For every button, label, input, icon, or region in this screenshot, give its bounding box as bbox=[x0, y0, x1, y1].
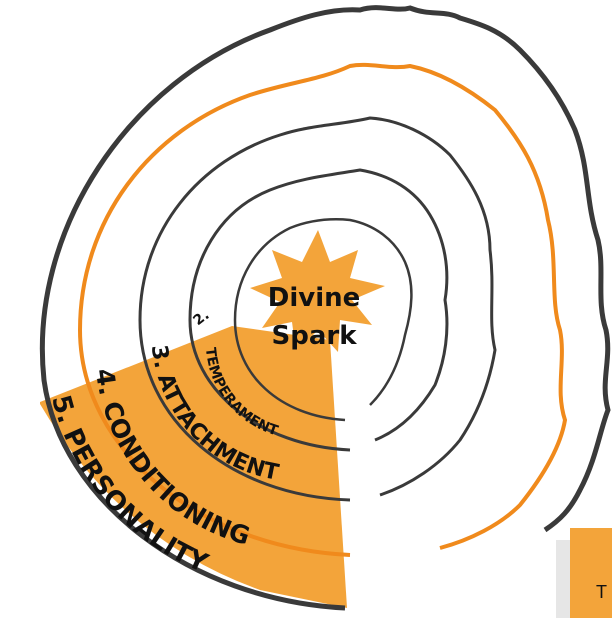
ring-2 bbox=[188, 168, 449, 452]
ring-3 bbox=[138, 116, 497, 502]
ring-outer bbox=[40, 5, 611, 611]
ring-label-2: 2. bbox=[190, 307, 212, 329]
divine-spark-star bbox=[250, 230, 385, 352]
corner-gray-panel bbox=[556, 540, 570, 618]
center-line-1: Divine bbox=[268, 283, 361, 313]
center-line-2: Spark bbox=[272, 321, 358, 351]
corner-text: T bbox=[596, 582, 607, 602]
corner-orange-panel bbox=[570, 528, 612, 618]
ring-orange bbox=[77, 62, 568, 557]
ring-1 bbox=[233, 218, 413, 422]
highlight-wedge bbox=[40, 326, 347, 608]
